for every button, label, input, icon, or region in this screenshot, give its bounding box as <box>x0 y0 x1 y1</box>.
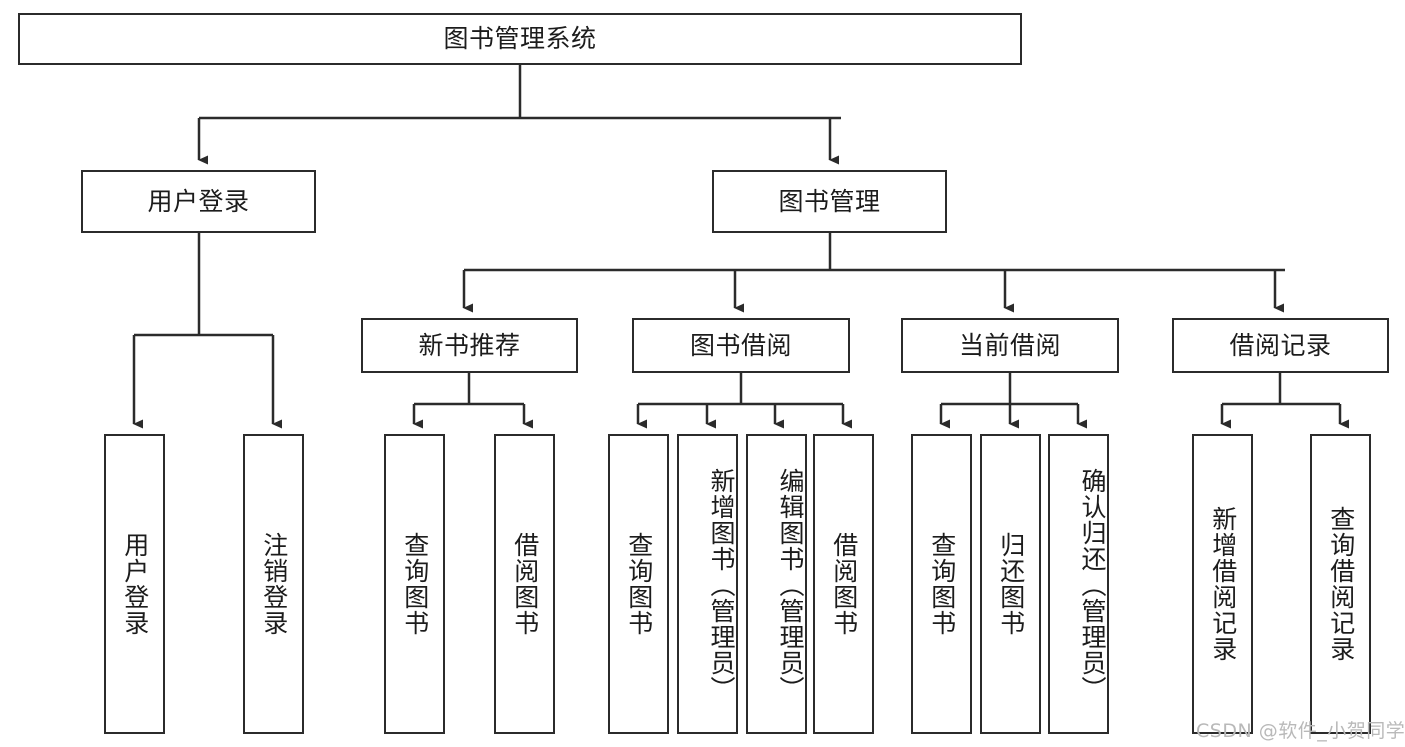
leaf-query-book-current-label: 查询图书 <box>927 532 957 636</box>
csdn-watermark: CSDN @软件_小贺同学 <box>1196 720 1405 742</box>
node-root-label: 图书管理系统 <box>443 24 597 54</box>
leaf-query-book-recommendation-label: 查询图书 <box>400 532 430 636</box>
leaf-confirm-return-label: 确认归还（管理员） <box>1078 468 1107 702</box>
leaf-query-book-borrow-label: 查询图书 <box>624 532 654 636</box>
node-book-borrow-label: 图书借阅 <box>689 330 792 360</box>
leaf-return-book[interactable]: 归还图书 <box>980 434 1041 734</box>
leaf-query-borrow-record-label: 查询借阅记录 <box>1326 506 1356 662</box>
leaf-borrow-book-recommendation[interactable]: 借阅图书 <box>494 434 555 734</box>
node-user-login[interactable]: 用户登录 <box>81 170 316 233</box>
node-book-manage-label: 图书管理 <box>778 186 881 216</box>
node-current-borrow-label: 当前借阅 <box>958 330 1061 360</box>
leaf-borrow-book-borrow-label: 借阅图书 <box>829 532 859 636</box>
leaf-return-book-label: 归还图书 <box>996 532 1026 636</box>
leaf-query-borrow-record[interactable]: 查询借阅记录 <box>1310 434 1371 734</box>
node-book-borrow[interactable]: 图书借阅 <box>632 318 850 373</box>
leaf-user-login-label: 用户登录 <box>120 532 150 636</box>
leaf-borrow-book-borrow[interactable]: 借阅图书 <box>813 434 874 734</box>
node-borrow-record[interactable]: 借阅记录 <box>1172 318 1389 373</box>
leaf-add-book[interactable]: 新增图书（管理员） <box>677 434 738 734</box>
leaf-query-book-current[interactable]: 查询图书 <box>911 434 972 734</box>
leaf-query-book-borrow[interactable]: 查询图书 <box>608 434 669 734</box>
leaf-confirm-return[interactable]: 确认归还（管理员） <box>1048 434 1109 734</box>
leaf-user-logout[interactable]: 注销登录 <box>243 434 304 734</box>
leaf-add-borrow-record[interactable]: 新增借阅记录 <box>1192 434 1253 734</box>
node-new-book-recommendation[interactable]: 新书推荐 <box>361 318 578 373</box>
leaf-query-book-recommendation[interactable]: 查询图书 <box>384 434 445 734</box>
node-root[interactable]: 图书管理系统 <box>18 13 1022 65</box>
leaf-edit-book[interactable]: 编辑图书（管理员） <box>746 434 807 734</box>
leaf-user-logout-label: 注销登录 <box>259 532 289 636</box>
node-borrow-record-label: 借阅记录 <box>1229 330 1332 360</box>
leaf-borrow-book-recommendation-label: 借阅图书 <box>510 532 540 636</box>
node-user-login-label: 用户登录 <box>147 186 250 216</box>
node-new-book-recommendation-label: 新书推荐 <box>418 330 521 360</box>
node-book-manage[interactable]: 图书管理 <box>712 170 947 233</box>
node-current-borrow[interactable]: 当前借阅 <box>901 318 1119 373</box>
leaf-edit-book-label: 编辑图书（管理员） <box>776 468 805 702</box>
leaf-add-borrow-record-label: 新增借阅记录 <box>1208 506 1238 662</box>
leaf-user-login[interactable]: 用户登录 <box>104 434 165 734</box>
leaf-add-book-label: 新增图书（管理员） <box>707 468 736 702</box>
